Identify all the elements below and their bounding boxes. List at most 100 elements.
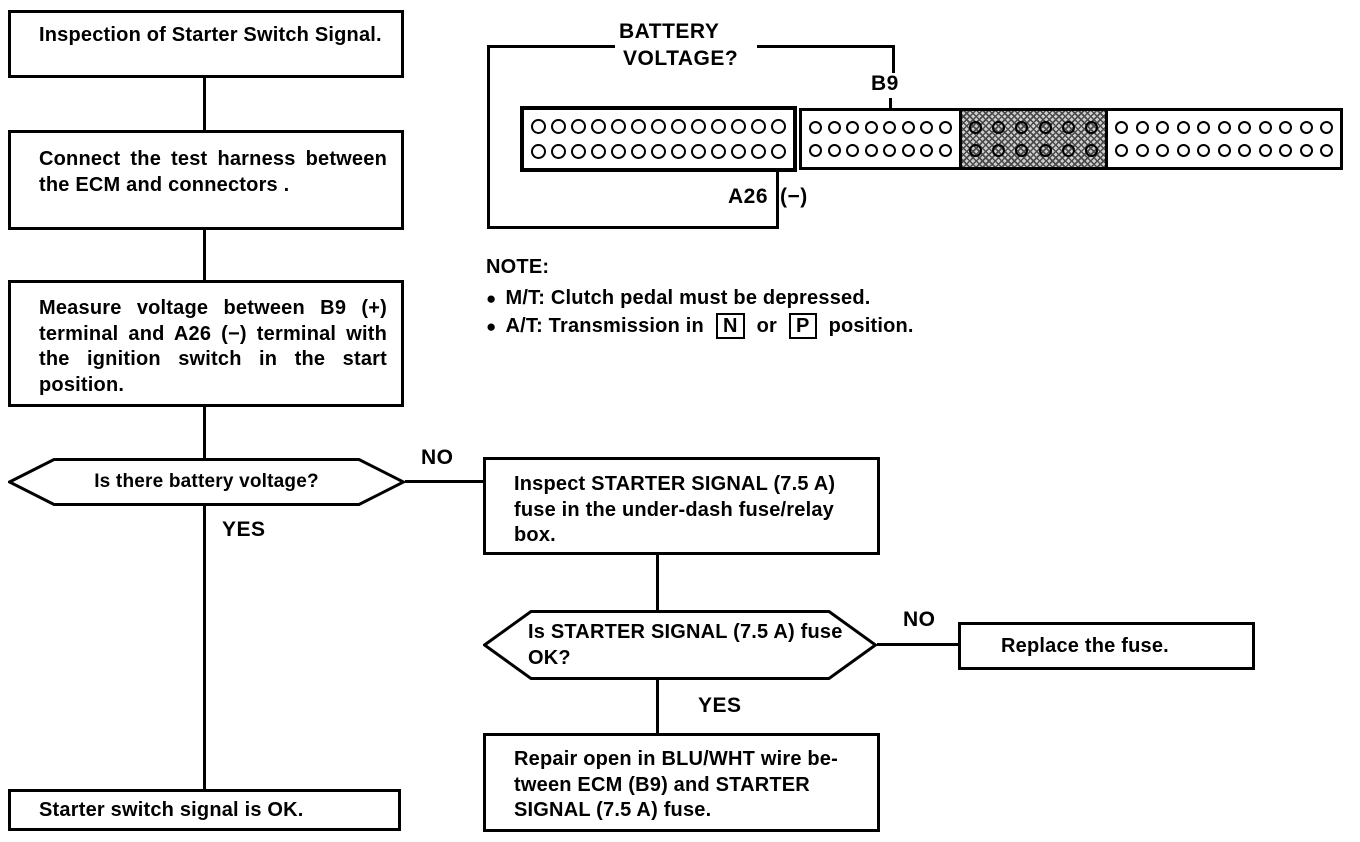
connector-pin [1135,121,1149,134]
connector-pin [1299,121,1313,134]
connector-pin [531,143,546,159]
gear-position-p-box: P [789,313,817,339]
connector-pin [1258,121,1272,134]
connector-pin [1115,144,1128,157]
step-box-measure-voltage-text: Measure voltage between B9 (+) terminal … [39,297,387,396]
step-box-measure-voltage: Measure voltage between B9 (+) terminal … [8,280,404,407]
connector-pin [631,119,646,135]
connector-pin-row [809,121,952,134]
connector-pin [591,119,606,135]
connector-pin [1320,144,1333,157]
connector-pin [969,144,982,157]
step-box-connect-harness: Connect the test harness between the ECM… [8,130,404,230]
flow-line-no-branch [877,643,958,646]
connector-pin [1238,144,1251,157]
decision-hexagon-shape [483,610,877,680]
step-box-title-text: Inspection of Starter Switch Signal. [39,24,382,46]
connector-pin-row [531,119,786,135]
branch-label-no: NO [421,446,454,469]
connector-pin [611,143,626,159]
connector-pin [771,119,786,135]
connector-pin [711,119,726,135]
action-box-repair-wire-line2: tween ECM (B9) and STARTER [514,773,810,796]
connector-pin-row [1115,144,1333,157]
probe-bracket-line [487,226,778,229]
connector-pin [1197,121,1210,134]
connector-pin [1115,121,1128,134]
gear-position-n-box: N [715,313,745,339]
connector-pin [551,143,566,159]
connector-pin [751,119,766,135]
connector-pin [827,144,841,157]
connector-pin [846,121,860,134]
connector-pin [883,121,897,134]
probe-bracket-line [892,45,895,73]
bullet-icon: ● [486,316,497,336]
connector-pin [1038,144,1052,157]
connector-pin [571,143,586,159]
note-item-at: ● A/T: Transmission in N or P position. [486,313,914,339]
ecm-connector-block-1 [520,106,797,172]
connector-pin [671,119,686,135]
flow-line-yes-branch [203,506,206,790]
connector-pin [920,121,934,134]
connector-pin [1084,121,1098,134]
b9-terminal-label: B9 [871,72,899,95]
connector-pin [591,143,606,159]
connector-pin [1015,144,1029,157]
flow-line [203,230,206,280]
connector-pin [1217,121,1231,134]
connector-pin [1156,121,1169,134]
connector-pin [883,144,897,157]
decision-fuse-ok-text: Is STARTER SIGNAL (7.5 A) fuse OK? [528,621,843,669]
connector-pin [771,143,786,159]
ecm-connector-group [799,108,1343,170]
connector-pin [531,119,546,135]
connector-pin-row [969,121,1098,134]
action-box-repair-wire: Repair open in BLU/WHT wire be- tween EC… [483,733,880,832]
action-box-repair-wire-line1: Repair open in BLU/WHT wire be- [514,748,838,770]
connector-pin [551,119,566,135]
connector-pin [864,121,878,134]
probe-bracket-line [757,45,895,48]
result-box-signal-ok-text: Starter switch signal is OK. [39,799,304,821]
connector-pin-row [809,144,952,157]
connector-pin [938,144,952,157]
connector-pin [809,121,822,134]
branch-label-yes: YES [222,518,266,541]
connector-pin [1299,144,1313,157]
connector-pin [631,143,646,159]
ecm-connector-block-3 [962,111,1105,167]
flow-line [203,407,206,458]
probe-bracket-line [487,45,615,48]
connector-pin [992,121,1006,134]
connector-pin [1061,121,1075,134]
action-box-repair-wire-line3: SIGNAL (7.5 A) fuse. [514,799,712,822]
connector-pin [846,144,860,157]
decision-battery-voltage-text: Is there battery voltage? [94,470,319,492]
connector-pin [731,143,746,159]
connector-pin [1279,144,1292,157]
ecm-connector-block-2 [802,111,962,167]
bullet-icon: ● [486,289,497,308]
connector-pin [901,144,915,157]
flow-line [203,78,206,130]
step-box-connect-harness-text: Connect the test harness between the ECM… [39,148,387,196]
flow-line-no-branch [405,480,483,483]
connector-pin [1217,144,1231,157]
connector-pin [1279,121,1292,134]
connector-pin-row [531,143,786,159]
connector-pin [1135,144,1149,157]
connector-pin [969,121,982,134]
connector-pin-row [1115,121,1333,134]
connector-pin [920,144,934,157]
flow-line-yes-branch [656,680,659,733]
connector-pin [864,144,878,157]
connector-pin [751,143,766,159]
note-item-mt: ● M/T: Clutch pedal must be depressed. [486,287,871,309]
connector-pin [1038,121,1052,134]
connector-pin [992,144,1006,157]
connector-pin [1156,144,1169,157]
branch-label-no: NO [903,608,936,631]
